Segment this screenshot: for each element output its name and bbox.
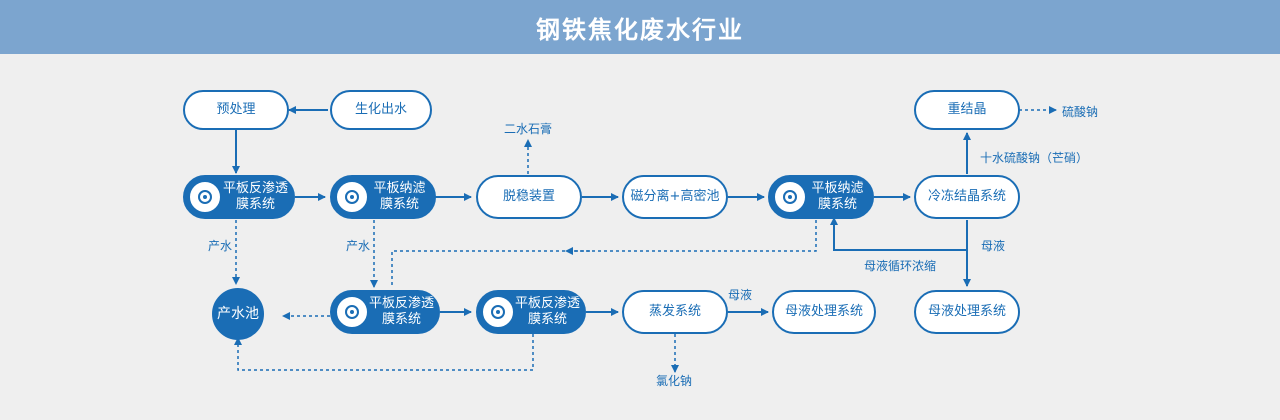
arrow-ro3-to-pool (234, 334, 534, 371)
membrane-disc-icon (335, 180, 369, 214)
node-ro-membrane-3: 平板反渗透 膜系统 (476, 290, 586, 334)
node-nf-membrane-1: 平板纳滤 膜系统 (330, 175, 436, 219)
label-product-water-1: 产水 (208, 239, 233, 253)
node-destabilizer: 脱稳装置 (476, 175, 582, 219)
node-mother-liquor-treatment-2: 母液处理系统 (914, 290, 1020, 334)
label-sodium-sulfate: 硫酸钠 (1062, 105, 1099, 119)
label-gypsum: 二水石膏 (504, 122, 553, 136)
page-header: 钢铁焦化废水行业 (0, 0, 1280, 54)
label-mother-liquor-2: 母液 (728, 288, 753, 302)
node-recrystallization: 重结晶 (914, 90, 1020, 130)
node-mother-liquor-treatment-1: 母液处理系统 (772, 290, 876, 334)
label-mother-liquor-1: 母液 (981, 239, 1006, 253)
membrane-disc-icon (188, 180, 222, 214)
membrane-disc-icon (773, 180, 807, 214)
node-nf-membrane-2: 平板纳滤 膜系统 (768, 175, 874, 219)
node-bio-effluent: 生化出水 (330, 90, 432, 130)
arrow-mother-recycle (830, 217, 967, 251)
node-freeze-crystallization: 冷冻结晶系统 (914, 175, 1020, 219)
page-title: 钢铁焦化废水行业 (536, 15, 744, 44)
label-glauber-salt: 十水硫酸钠（芒硝） (980, 151, 1089, 165)
node-ro-membrane-2: 平板反渗透 膜系统 (330, 290, 440, 334)
node-evaporation: 蒸发系统 (622, 290, 728, 334)
node-magnetic-separation: 磁分离+高密池 (622, 175, 728, 219)
membrane-disc-icon (335, 295, 369, 329)
node-pretreatment: 预处理 (183, 90, 289, 130)
arrow-nf2-to-ro2 (391, 220, 817, 287)
membrane-disc-icon (481, 295, 515, 329)
node-product-water-pool: 产水池 (212, 288, 264, 340)
flow-connectors (232, 106, 1057, 373)
label-mother-liquor-recycle: 母液循环浓缩 (864, 259, 937, 273)
process-flow-diagram: 预处理 生化出水 平板反渗透 膜系统 平板纳滤 膜系统 脱稳装置 磁分离+高密池… (0, 54, 1280, 420)
node-ro-membrane-1: 平板反渗透 膜系统 (183, 175, 295, 219)
label-sodium-chloride: 氯化钠 (656, 374, 693, 388)
label-product-water-2: 产水 (346, 239, 371, 253)
